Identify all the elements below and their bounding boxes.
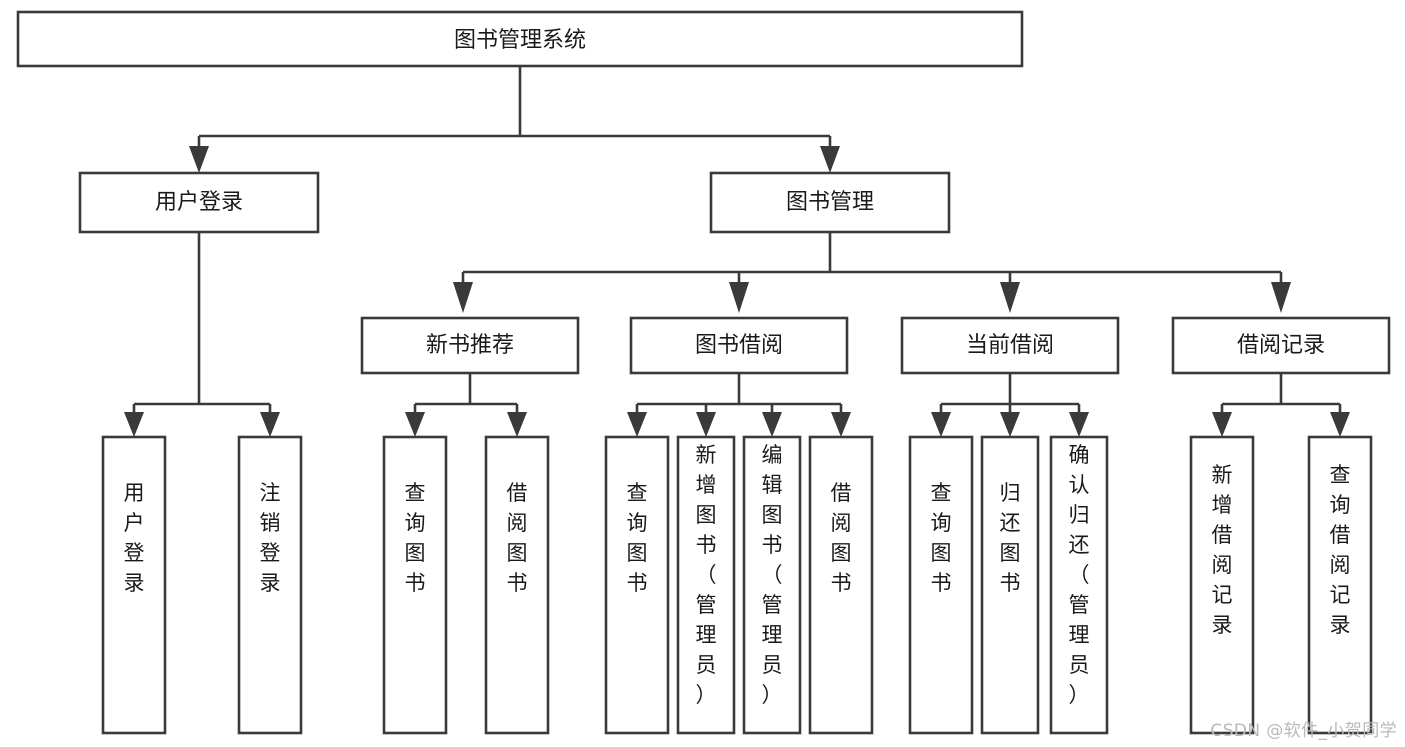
node-leaf-add-book[interactable]: 新增图书（管理员）: [676, 435, 736, 735]
node-leaf-return-book-box[interactable]: [980, 435, 1040, 735]
node-leaf-add-book-label: 新增图书（管理员）: [696, 443, 717, 707]
node-book-manage-box[interactable]: [709, 171, 951, 234]
node-new-book-recommend[interactable]: 新书推荐: [360, 316, 580, 375]
node-leaf-query-book-2[interactable]: 查询图书: [604, 435, 670, 735]
node-leaf-logout-login[interactable]: 注销登录: [237, 435, 303, 735]
node-new-book-recommend-label: 新书推荐: [426, 333, 514, 358]
node-root[interactable]: 图书管理系统: [16, 10, 1024, 68]
node-leaf-add-record-box[interactable]: [1189, 435, 1255, 735]
node-leaf-add-record[interactable]: 新增借阅记录: [1189, 435, 1255, 735]
node-leaf-borrow-book-1-label: 借阅图书: [507, 481, 528, 595]
node-new-book-recommend-box[interactable]: [360, 316, 580, 375]
node-book-borrow[interactable]: 图书借阅: [629, 316, 849, 375]
node-book-borrow-label: 图书借阅: [695, 333, 783, 358]
arrowhead-leaf-logout-login: [260, 412, 280, 437]
node-leaf-user-login[interactable]: 用户登录: [101, 435, 167, 735]
node-book-borrow-box[interactable]: [629, 316, 849, 375]
node-leaf-query-book-3-box[interactable]: [908, 435, 974, 735]
node-user-login-box[interactable]: [78, 171, 320, 234]
arrowhead-leaf-borrow-book-2: [831, 412, 851, 437]
node-leaf-query-book-2-label: 查询图书: [627, 481, 648, 595]
arrowhead-borrow-record: [1271, 282, 1291, 313]
node-leaf-query-record-box[interactable]: [1307, 435, 1373, 735]
node-leaf-borrow-book-2[interactable]: 借阅图书: [808, 435, 874, 735]
node-leaf-confirm-return-box[interactable]: [1049, 435, 1109, 735]
node-current-borrow-box[interactable]: [900, 316, 1120, 375]
arrowhead-leaf-edit-book: [762, 412, 782, 437]
node-leaf-add-record-label: 新增借阅记录: [1212, 463, 1233, 637]
arrowhead-leaf-return-book: [1000, 412, 1020, 437]
arrowhead-new-book-recommend: [453, 282, 473, 313]
node-leaf-query-book-1-label: 查询图书: [405, 481, 426, 595]
node-user-login-label: 用户登录: [155, 190, 243, 215]
node-leaf-query-record-label: 查询借阅记录: [1330, 463, 1351, 637]
arrowhead-leaf-query-book-2: [627, 412, 647, 437]
node-leaf-borrow-book-2-box[interactable]: [808, 435, 874, 735]
node-leaf-query-book-2-box[interactable]: [604, 435, 670, 735]
node-borrow-record-label: 借阅记录: [1237, 333, 1325, 358]
node-leaf-logout-login-box[interactable]: [237, 435, 303, 735]
node-leaf-query-book-3-label: 查询图书: [931, 481, 952, 595]
node-leaf-edit-book-box[interactable]: [742, 435, 802, 735]
node-leaf-user-login-label: 用户登录: [124, 481, 145, 595]
arrowhead-leaf-confirm-return: [1069, 412, 1089, 437]
node-leaf-confirm-return-label: 确认归还（管理员）: [1069, 443, 1090, 707]
node-current-borrow-label: 当前借阅: [966, 333, 1054, 358]
node-leaf-query-record[interactable]: 查询借阅记录: [1307, 435, 1373, 735]
node-current-borrow[interactable]: 当前借阅: [900, 316, 1120, 375]
node-leaf-query-book-1[interactable]: 查询图书: [382, 435, 448, 735]
arrowhead-leaf-borrow-book-1: [507, 412, 527, 437]
arrowhead-leaf-query-record: [1330, 412, 1350, 437]
node-leaf-return-book-label: 归还图书: [1000, 481, 1021, 595]
arrowhead-leaf-query-book-3: [931, 412, 951, 437]
arrowhead-book-borrow: [729, 282, 749, 313]
node-leaf-confirm-return[interactable]: 确认归还（管理员）: [1049, 435, 1109, 735]
arrowhead-current-borrow: [1000, 282, 1020, 313]
node-leaf-borrow-book-1-box[interactable]: [484, 435, 550, 735]
arrowhead-leaf-user-login: [124, 412, 144, 437]
node-leaf-edit-book-label: 编辑图书（管理员）: [762, 443, 783, 707]
arrowhead-book-manage: [820, 146, 840, 173]
node-book-manage[interactable]: 图书管理: [709, 171, 951, 234]
node-leaf-return-book[interactable]: 归还图书: [980, 435, 1040, 735]
arrowhead-leaf-query-book-1: [405, 412, 425, 437]
arrowhead-leaf-add-book: [696, 412, 716, 437]
node-root-label: 图书管理系统: [454, 28, 586, 53]
node-leaf-user-login-box[interactable]: [101, 435, 167, 735]
node-borrow-record-box[interactable]: [1171, 316, 1391, 375]
connectors-group: [124, 66, 1350, 437]
node-leaf-query-book-3[interactable]: 查询图书: [908, 435, 974, 735]
arrowhead-user-login: [189, 146, 209, 173]
arrowhead-leaf-add-record: [1212, 412, 1232, 437]
node-book-manage-label: 图书管理: [786, 190, 874, 215]
node-leaf-query-book-1-box[interactable]: [382, 435, 448, 735]
node-user-login[interactable]: 用户登录: [78, 171, 320, 234]
node-root-box[interactable]: [16, 10, 1024, 68]
node-leaf-edit-book[interactable]: 编辑图书（管理员）: [742, 435, 802, 735]
node-leaf-add-book-box[interactable]: [676, 435, 736, 735]
node-borrow-record[interactable]: 借阅记录: [1171, 316, 1391, 375]
node-leaf-borrow-book-1[interactable]: 借阅图书: [484, 435, 550, 735]
node-leaf-logout-login-label: 注销登录: [260, 481, 281, 595]
node-leaf-borrow-book-2-label: 借阅图书: [831, 481, 852, 595]
